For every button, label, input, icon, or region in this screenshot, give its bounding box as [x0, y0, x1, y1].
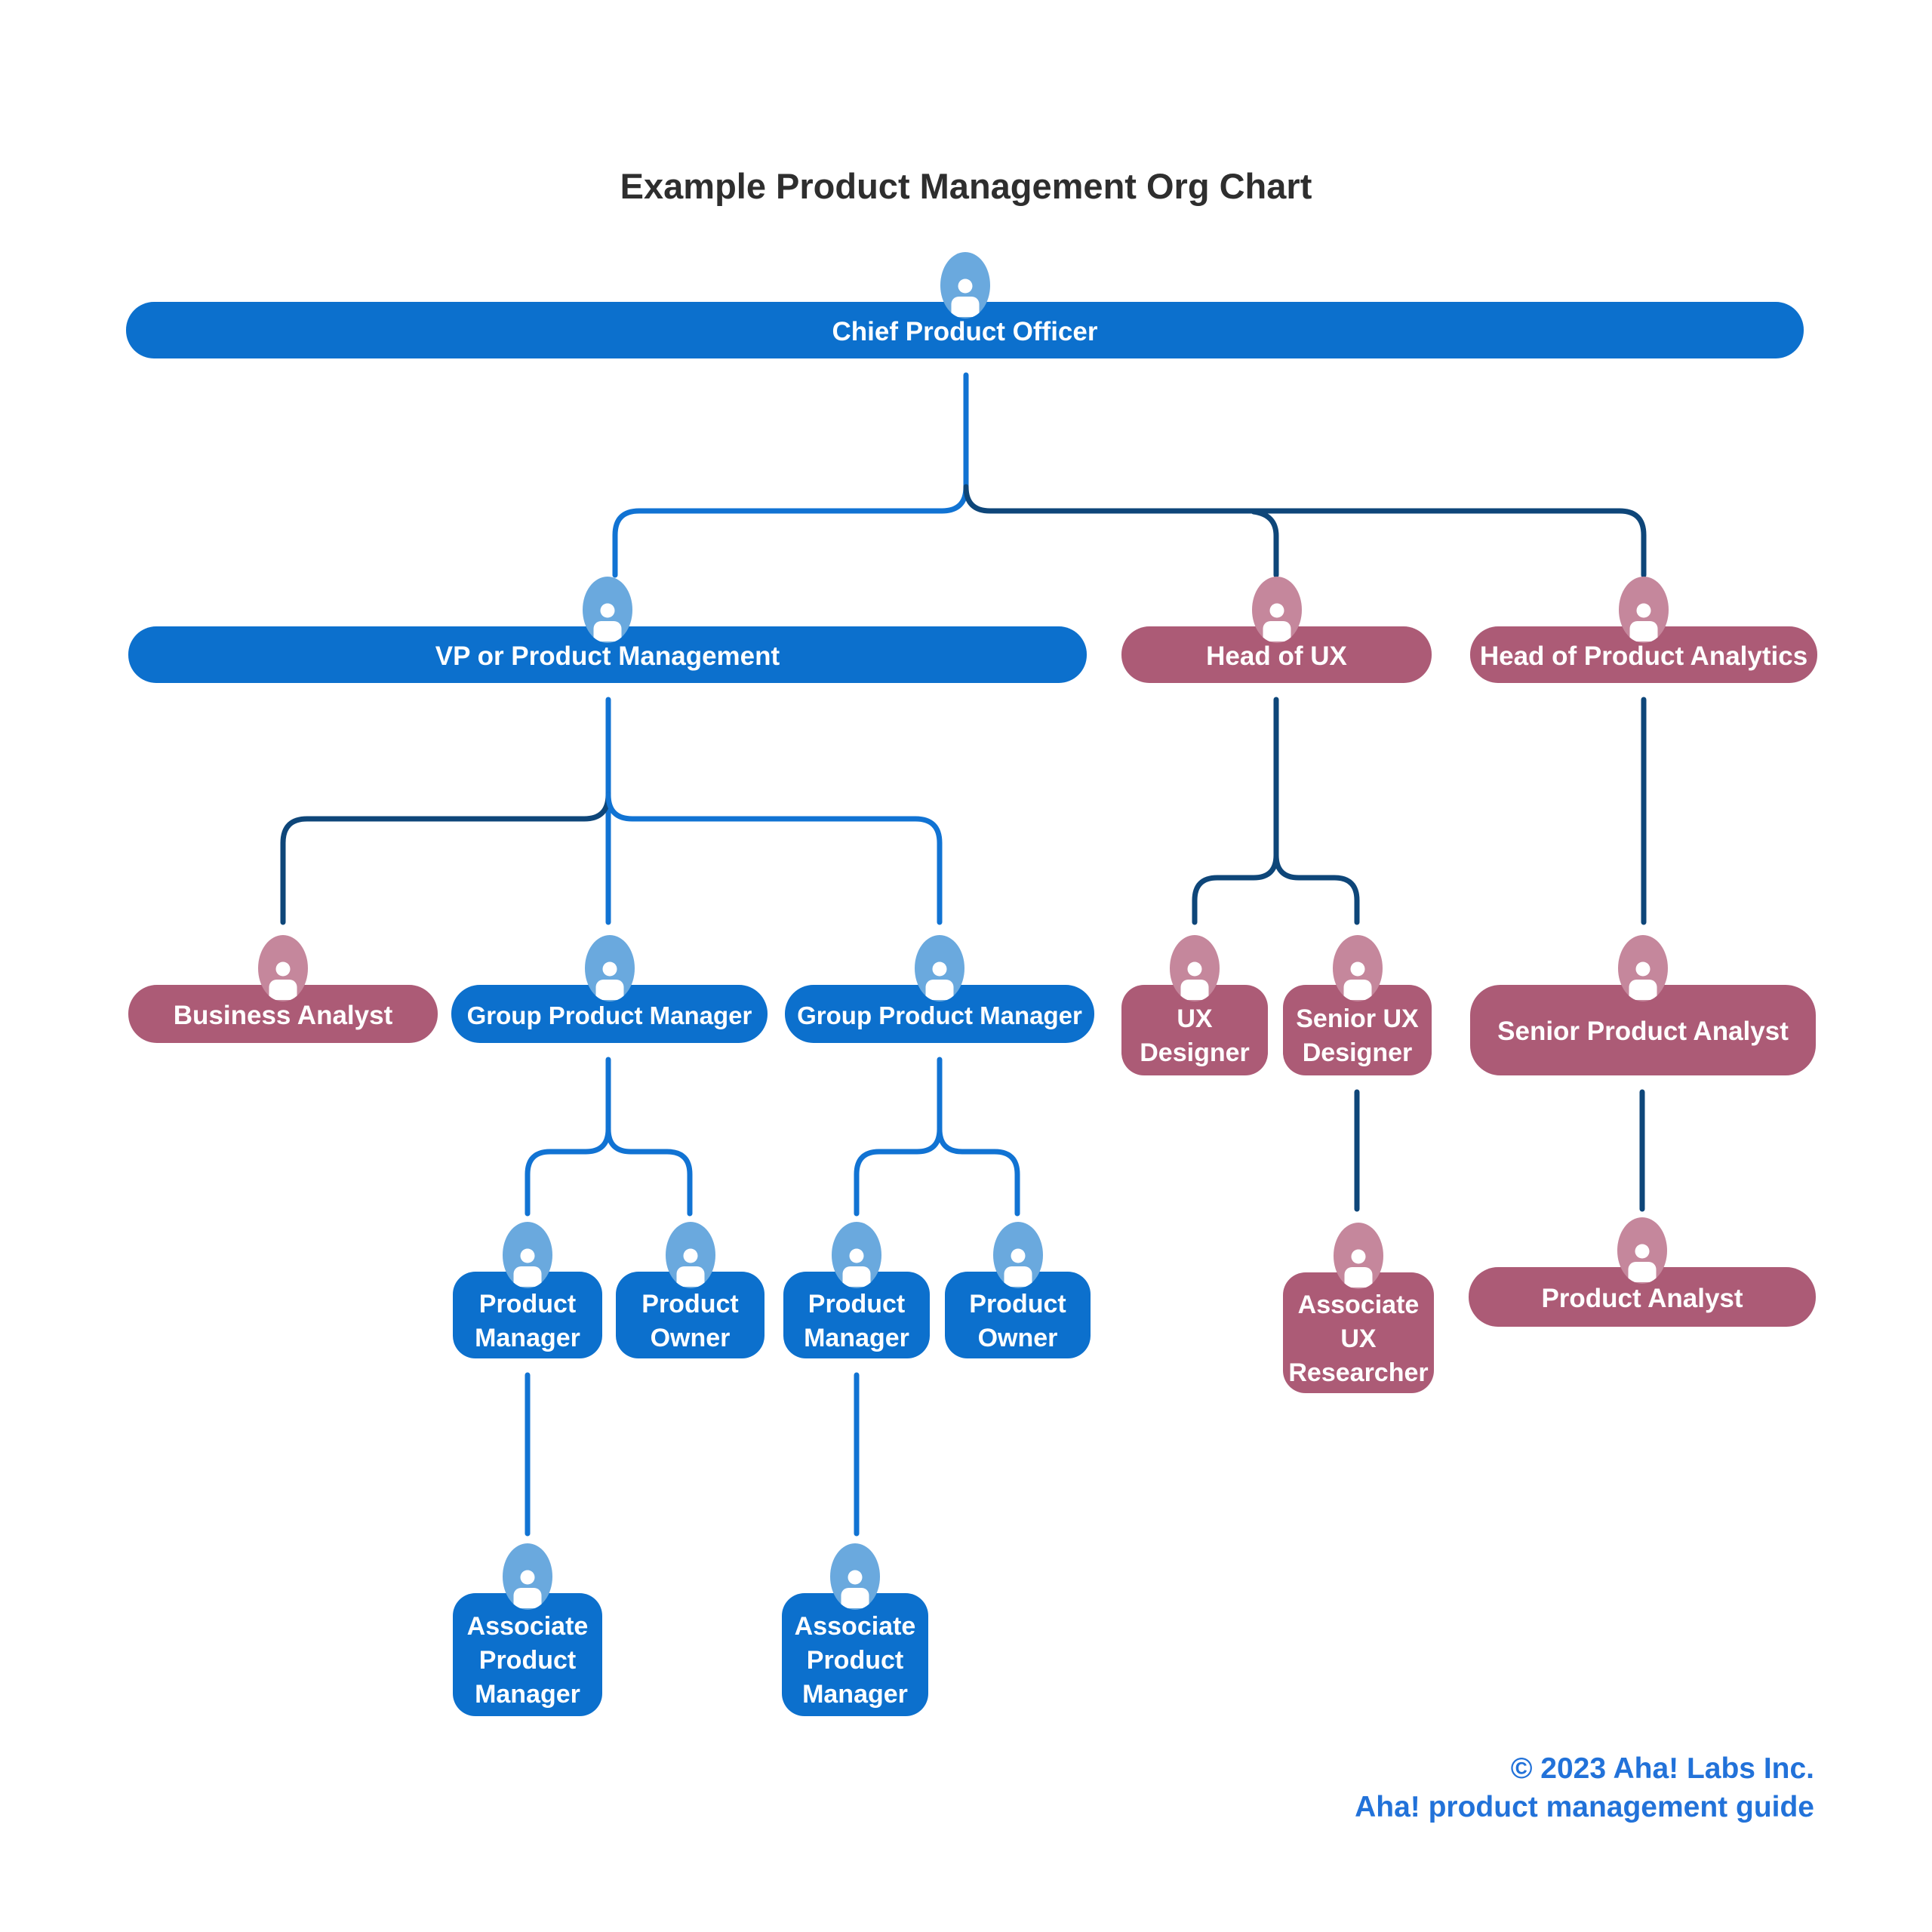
org-node-senior-ux-designer: Senior UX Designer [1283, 935, 1432, 1075]
org-node-label: Associate Product Manager [794, 1612, 916, 1709]
connector-vp-product-management-to-group-product-manager-2 [605, 792, 943, 925]
connector-group-product-manager-2-to-product-manager-2 [854, 1126, 943, 1217]
org-node-chief-product-officer: Chief Product Officer [126, 252, 1804, 358]
person-icon [1332, 935, 1383, 1001]
person-icon [1618, 935, 1668, 1001]
org-node-label: VP or Product Management [435, 641, 780, 671]
org-node-product-analyst: Product Analyst [1469, 1217, 1816, 1327]
org-node-group-product-manager-1: Group Product Manager [451, 935, 768, 1043]
person-icon [830, 1543, 880, 1610]
person-icon [1617, 1217, 1667, 1284]
org-node-label: UX Designer [1140, 1004, 1250, 1067]
org-node-label: Product Manager [475, 1289, 580, 1352]
person-icon [940, 252, 990, 318]
org-node-label: Associate Product Manager [466, 1612, 589, 1709]
person-icon [992, 1222, 1043, 1288]
org-node-head-of-ux: Head of UX [1121, 577, 1432, 683]
org-node-associate-product-manager-1: Associate Product Manager [453, 1543, 602, 1716]
org-node-label: Group Product Manager [797, 1001, 1082, 1029]
person-icon [503, 1222, 552, 1288]
org-node-product-manager-2: Product Manager [783, 1222, 930, 1358]
connector-group-product-manager-2-to-product-owner-2 [937, 1126, 1020, 1217]
org-node-label: Group Product Manager [466, 1001, 752, 1029]
person-icon [1251, 577, 1302, 643]
org-node-label: Senior Product Analyst [1497, 1017, 1789, 1046]
person-icon [915, 935, 964, 1001]
footer: © 2023 Aha! Labs Inc. Aha! product manag… [1355, 1749, 1814, 1826]
connector-group-product-manager-1-to-product-manager-1 [525, 1126, 611, 1217]
org-node-label: Associate UX Researcher [1288, 1290, 1429, 1387]
person-icon [503, 1543, 552, 1610]
org-node-label: Head of Product Analytics [1479, 641, 1808, 671]
org-node-associate-ux-researcher: Associate UX Researcher [1283, 1223, 1434, 1393]
org-node-senior-product-analyst: Senior Product Analyst [1470, 935, 1816, 1075]
connector-head-of-ux-to-senior-ux-designer [1273, 852, 1360, 925]
org-node-product-owner-2: Product Owner [945, 1222, 1091, 1358]
page-title: Example Product Management Org Chart [620, 166, 1312, 207]
person-icon [665, 1222, 715, 1288]
connector-head-of-ux-to-ux-designer [1192, 852, 1279, 925]
org-node-label: Senior UX Designer [1296, 1004, 1419, 1067]
org-node-label: Business Analyst [173, 1000, 393, 1030]
connector-chief-product-officer-to-head-of-ux [1251, 509, 1279, 578]
org-node-label: Product Analyst [1541, 1283, 1743, 1313]
connector-chief-product-officer-to-head-of-product-analytics [963, 484, 1647, 578]
person-icon [258, 935, 308, 1001]
org-node-label: Chief Product Officer [832, 316, 1098, 346]
org-node-label: Head of UX [1206, 641, 1347, 671]
person-icon [832, 1222, 881, 1288]
org-node-label: Product Manager [804, 1289, 909, 1352]
org-node-ux-designer: UX Designer [1121, 935, 1268, 1075]
org-node-label: Product Owner [969, 1289, 1066, 1352]
org-node-business-analyst: Business Analyst [128, 935, 438, 1043]
person-icon [1170, 935, 1220, 1001]
person-icon [1619, 577, 1669, 643]
org-node-head-of-product-analytics: Head of Product Analytics [1470, 577, 1817, 683]
org-node-product-manager-1: Product Manager [453, 1222, 602, 1358]
org-node-label: Product Owner [641, 1289, 739, 1352]
connector-group-product-manager-1-to-product-owner-1 [605, 1126, 693, 1217]
org-node-vp-product-management: VP or Product Management [128, 577, 1087, 683]
person-icon [1334, 1223, 1383, 1289]
connector-chief-product-officer-to-vp-product-management [612, 372, 969, 578]
org-node-group-product-manager-2: Group Product Manager [785, 935, 1094, 1043]
person-icon [583, 577, 632, 643]
connector-vp-product-management-to-business-analyst [280, 792, 611, 925]
footer-guide-link[interactable]: Aha! product management guide [1355, 1791, 1814, 1823]
org-node-associate-product-manager-2: Associate Product Manager [782, 1543, 928, 1716]
person-icon [584, 935, 635, 1001]
org-node-product-owner-1: Product Owner [616, 1222, 764, 1358]
footer-copyright: © 2023 Aha! Labs Inc. [1510, 1752, 1814, 1785]
